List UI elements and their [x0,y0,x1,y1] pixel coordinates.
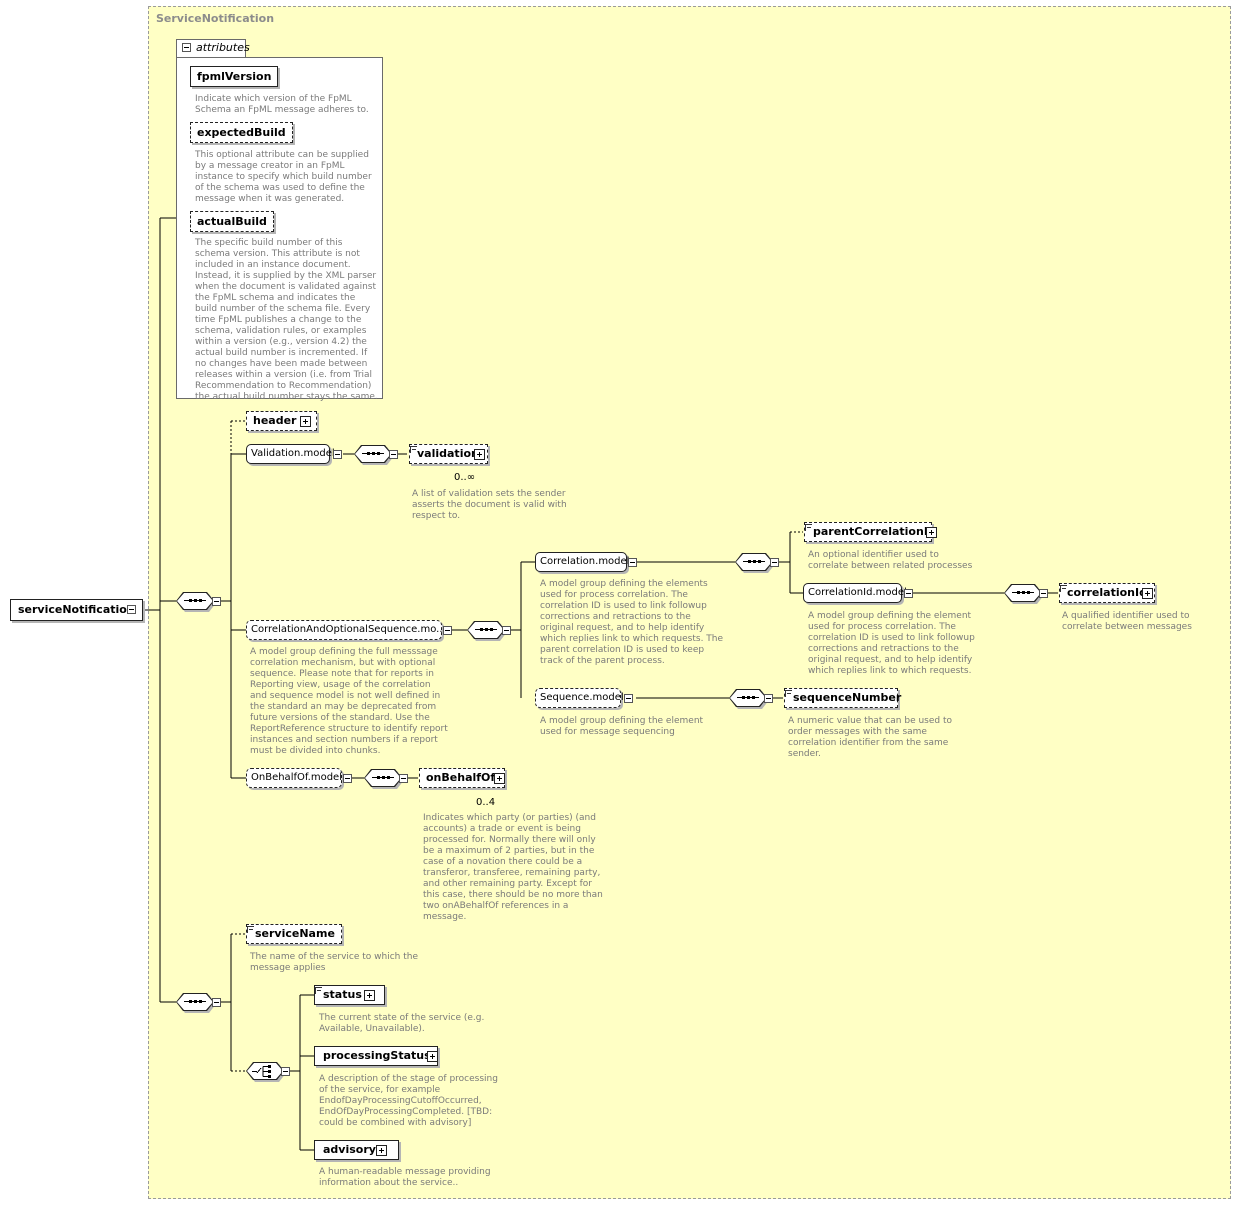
correlation-model-group[interactable]: Correlation.model [535,552,629,572]
sequence-compositor [176,592,216,612]
parent-correlation-id-element[interactable]: parentCorrelationId [804,522,936,542]
collapse-toggle[interactable] [343,774,352,783]
service-name-desc: The name of the service to which the mes… [250,952,418,973]
collapse-toggle[interactable] [389,450,398,459]
validation-cardinality: 0..∞ [454,472,476,483]
sequence-compositor [364,769,404,789]
sequence-compositor [467,621,507,641]
sequence-number-desc: A numeric value that can be used to orde… [788,716,952,759]
attr-fpml-version-desc: Indicate which version of the FpML Schem… [195,94,369,115]
collapse-toggle[interactable] [628,558,637,567]
sequence-model-group[interactable]: Sequence.model [535,688,624,708]
correlation-id-desc: A qualified identifier used to correlate… [1062,611,1192,632]
collapse-toggle[interactable] [770,558,779,567]
sequence-model-desc: A model group defining the element used … [540,716,704,737]
expand-toggle[interactable] [1142,588,1153,599]
validation-desc: A list of validation sets the sender ass… [412,489,567,521]
attributes-tab [176,39,246,58]
correlation-optional-sequence-group[interactable]: CorrelationAndOptionalSequence.mo... [246,620,446,640]
collapse-toggle[interactable] [212,597,221,606]
collapse-toggle[interactable] [1039,589,1048,598]
collapse-toggle[interactable] [212,998,221,1007]
status-desc: The current state of the service (e.g. A… [319,1013,485,1034]
expand-toggle[interactable] [376,1145,387,1156]
advisory-desc: A human-readable message providing infor… [319,1167,491,1188]
sequence-compositor [1004,584,1044,604]
attr-actual-build-desc: The specific build number of this schema… [195,238,378,402]
collapse-toggle[interactable] [127,605,136,614]
collapse-toggle[interactable] [333,450,342,459]
collapse-toggle[interactable] [764,694,773,703]
service-name-element[interactable]: serviceName [246,924,342,944]
processing-status-element[interactable]: processingStatus [314,1046,438,1066]
root-element[interactable]: serviceNotification [10,599,143,621]
on-behalf-of-cardinality: 0..4 [476,797,496,808]
correlation-id-model-desc: A model group defining the element used … [808,611,975,676]
correlation-id-model-group[interactable]: CorrelationId.model [803,583,907,603]
correlation-id-element[interactable]: correlationId [1059,583,1155,603]
collapse-toggle[interactable] [281,1067,290,1076]
expand-toggle[interactable] [494,773,505,784]
attr-expected-build[interactable]: expectedBuild [190,122,293,143]
doc-icon [410,446,417,453]
attr-actual-build[interactable]: actualBuild [190,211,274,232]
collapse-toggle[interactable] [624,694,633,703]
attr-fpml-version[interactable]: fpmlVersion [190,66,279,87]
doc-icon [785,690,792,697]
expand-toggle[interactable] [926,527,937,538]
on-behalf-of-model-group[interactable]: OnBehalfOf.model [246,768,342,788]
doc-icon [805,524,812,531]
doc-icon [315,987,322,994]
validation-element[interactable]: validation [409,444,488,464]
validation-model-group[interactable]: Validation.model [246,444,335,464]
collapse-toggle[interactable] [443,626,452,635]
header-element[interactable]: header [246,411,318,431]
sequence-compositor [735,553,775,573]
choice-symbol-icon [252,1065,271,1078]
sequence-compositor [176,993,216,1013]
collapse-toggle[interactable] [904,589,913,598]
sequence-number-element[interactable]: sequenceNumber [784,688,901,708]
expand-toggle[interactable] [427,1051,438,1062]
expand-toggle[interactable] [300,416,311,427]
container-title: ServiceNotification [156,12,275,25]
doc-icon [1060,585,1067,592]
on-behalf-of-desc: Indicates which party (or parties) (and … [423,813,603,922]
parent-correlation-id-desc: An optional identifier used to correlate… [808,550,973,571]
sequence-compositor [354,445,394,465]
on-behalf-of-element[interactable]: onBehalfOf [419,768,505,788]
collapse-toggle[interactable] [399,774,408,783]
doc-icon [247,926,254,933]
collapse-toggle[interactable] [502,626,511,635]
attributes-label: attributes [196,41,250,54]
expand-toggle[interactable] [364,990,375,1001]
attributes-collapse[interactable] [182,43,191,52]
sequence-compositor [729,689,769,709]
correlation-optional-sequence-desc: A model group defining the full messsage… [250,647,448,756]
processing-status-desc: A description of the stage of processing… [319,1074,498,1128]
correlation-model-desc: A model group defining the elements used… [540,579,724,666]
attr-expected-build-desc: This optional attribute can be supplied … [195,150,372,204]
expand-toggle[interactable] [474,449,485,460]
